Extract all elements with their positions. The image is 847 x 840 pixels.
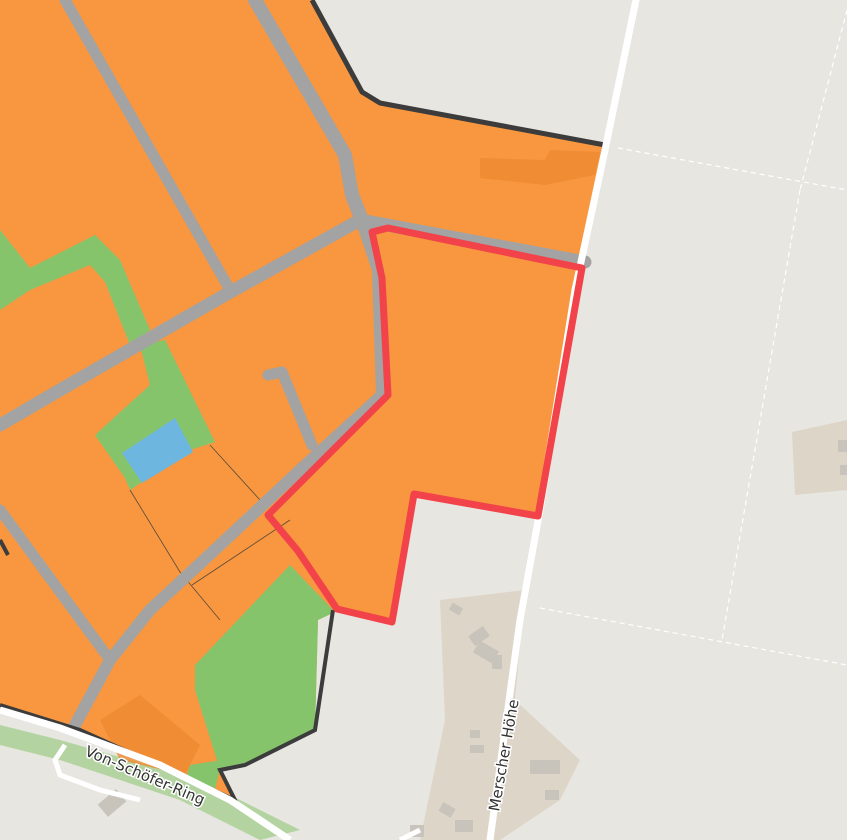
- field-boundaries: [539, 9, 847, 666]
- side-road: [52, 743, 141, 803]
- settlement-area: [420, 420, 847, 840]
- streets: [0, 0, 592, 731]
- selected-parcel-outline[interactable]: [264, 224, 586, 626]
- boundary-line-west: [0, 539, 10, 556]
- residential-zone: [0, 0, 605, 800]
- roadside-green: [0, 725, 300, 840]
- settlement-road: [398, 827, 422, 840]
- road-von-schoefer-ring: [0, 706, 292, 840]
- water-pond: [122, 418, 193, 483]
- boundary-line-south: [0, 609, 335, 805]
- residential-subarea: [480, 150, 600, 185]
